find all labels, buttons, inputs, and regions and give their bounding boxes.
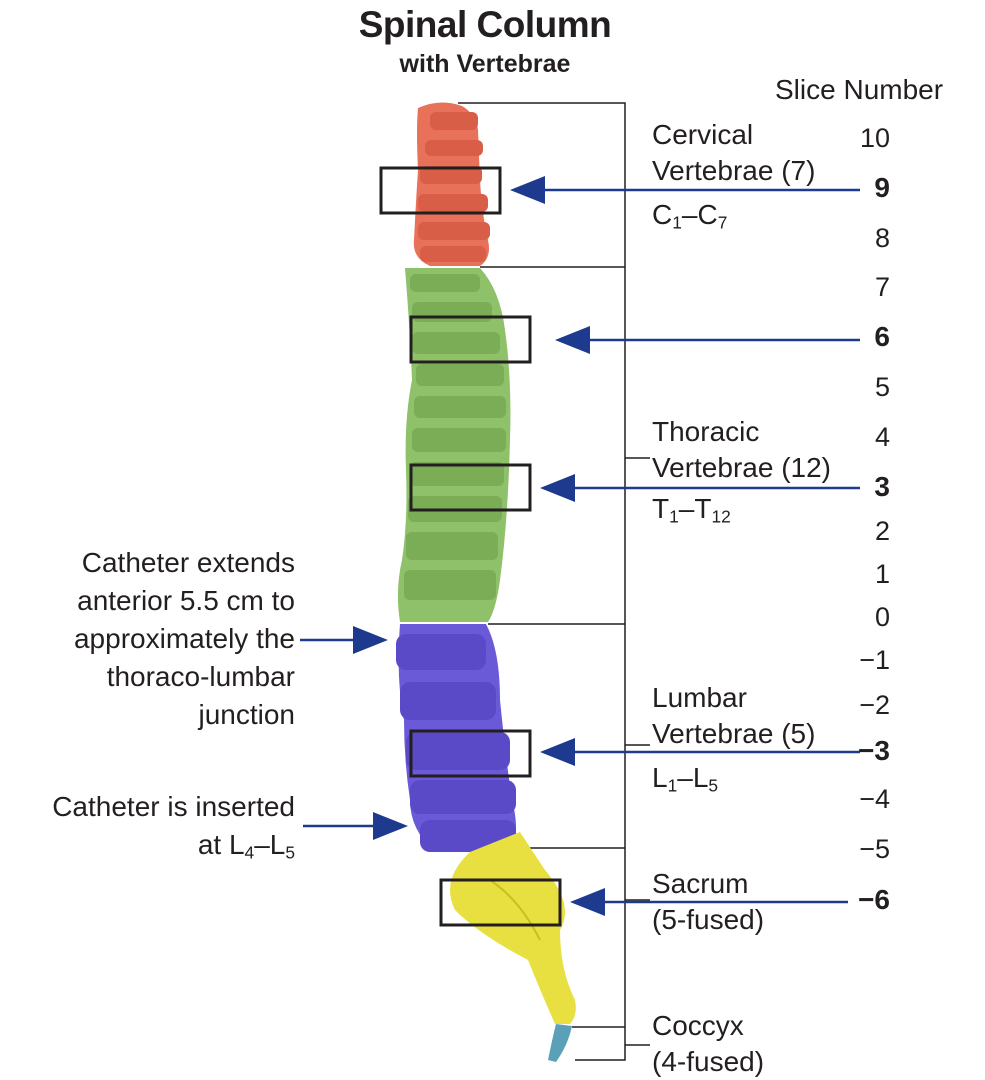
region-count: (5-fused): [652, 902, 764, 938]
region-range-cervical: C1–C7: [652, 199, 727, 231]
annotation-catheter-extends: Catheter extends anterior 5.5 cm to appr…: [74, 544, 295, 734]
region-name: Lumbar: [652, 680, 815, 716]
slice-tick: −1: [832, 645, 890, 676]
slice-tick: −2: [832, 690, 890, 721]
region-count: (4-fused): [652, 1044, 764, 1080]
region-name: Coccyx: [652, 1008, 764, 1044]
slice-tick: 5: [832, 372, 890, 403]
slice-tick: 7: [832, 272, 890, 303]
region-count: Vertebrae (7): [652, 153, 815, 189]
diagram-title: Spinal Column: [0, 4, 970, 46]
region-range-thoracic: T1–T12: [652, 493, 731, 525]
slice-tick: 4: [832, 422, 890, 453]
region-label-thoracic: Thoracic Vertebrae (12): [652, 414, 831, 486]
slice-number-title: Slice Number: [775, 74, 943, 106]
slice-tick: 0: [832, 602, 890, 633]
cervical-vertebrae: [414, 102, 490, 266]
catheter-arrows: [300, 626, 408, 840]
coccyx: [548, 1024, 572, 1062]
slice-arrows: [510, 176, 860, 916]
region-count: Vertebrae (12): [652, 450, 831, 486]
region-label-lumbar: Lumbar Vertebrae (5): [652, 680, 815, 752]
region-name: Sacrum: [652, 866, 764, 902]
slice-tick: −6: [832, 884, 890, 916]
region-name: Thoracic: [652, 414, 831, 450]
slice-tick: −5: [832, 834, 890, 865]
region-name: Cervical: [652, 117, 815, 153]
thoracic-vertebrae: [398, 268, 511, 622]
slice-tick: −3: [832, 735, 890, 767]
region-label-sacrum: Sacrum (5-fused): [652, 866, 764, 938]
slice-tick: 10: [832, 123, 890, 154]
region-label-coccyx: Coccyx (4-fused): [652, 1008, 764, 1080]
slice-tick: 8: [832, 223, 890, 254]
region-range-lumbar: L1–L5: [652, 762, 718, 794]
lumbar-vertebrae: [396, 624, 516, 852]
annotation-catheter-inserted: Catheter is inserted at L4–L5: [52, 788, 295, 864]
slice-tick: 6: [832, 321, 890, 353]
slice-tick: 9: [832, 172, 890, 204]
region-count: Vertebrae (5): [652, 716, 815, 752]
sacrum: [450, 832, 576, 1024]
slice-tick: 3: [832, 471, 890, 503]
slice-tick: −4: [832, 784, 890, 815]
region-label-cervical: Cervical Vertebrae (7): [652, 117, 815, 189]
slice-tick: 1: [832, 559, 890, 590]
slice-tick: 2: [832, 516, 890, 547]
